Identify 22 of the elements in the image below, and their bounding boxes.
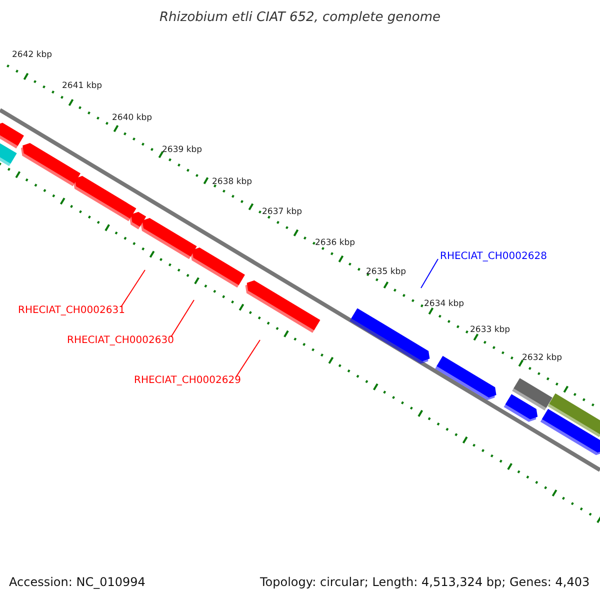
scale-label: 2636 kbp (315, 239, 356, 248)
scale-label: 2633 kbp (470, 326, 510, 334)
scale-label: 2639 kbp (162, 146, 202, 154)
scale-label: 2638 kbp (212, 178, 252, 186)
footer-text: Accession: NC_010994 (9, 576, 146, 588)
leader-line (170, 300, 194, 338)
gene-label: RHECIAT_CH0002629 (134, 376, 241, 386)
diagram-title: Rhizobium etli CIAT 652, complete genome (158, 11, 442, 24)
scale-label: 2641 kbp (62, 82, 102, 90)
scale-label: 2637 kbp (262, 208, 302, 216)
scale-label: 2640 kbp (112, 114, 152, 122)
scale-label: 2634 kbp (424, 300, 464, 308)
footer-text: Topology: circular; Length: 4,513,324 bp; Genes: 4,403 (260, 576, 590, 588)
scale-label: 2642 kbp (12, 51, 52, 60)
scale-label: 2635 kbp (366, 268, 406, 276)
gene-label: RHECIAT_CH0002630 (67, 336, 174, 346)
scale-label: 2632 kbp (522, 354, 562, 362)
leader-line (236, 340, 260, 378)
gene-label: RHECIAT_CH0002628 (440, 252, 547, 262)
gene-label: RHECIAT_CH0002631 (18, 306, 125, 316)
leader-line (420, 258, 438, 288)
leader-line (120, 270, 146, 308)
